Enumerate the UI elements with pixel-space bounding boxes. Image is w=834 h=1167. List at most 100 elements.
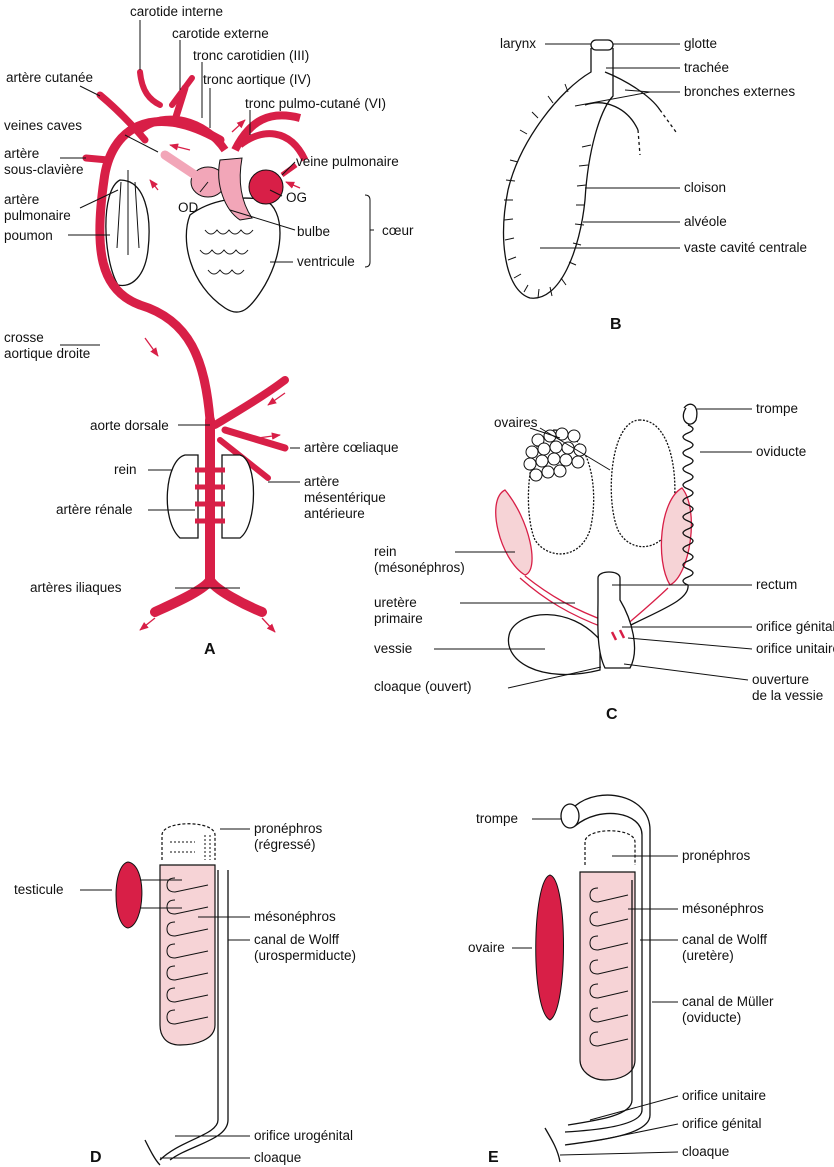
label-artere-mesent-3: antérieure: [304, 506, 365, 521]
label-ovaire: ovaire: [468, 940, 505, 955]
label-trompe-e: trompe: [476, 811, 518, 826]
label-vessie: vessie: [374, 641, 412, 656]
left-aortic-arch: [140, 120, 225, 150]
label-tronc-pulmo-cutane: tronc pulmo-cutané (VI): [245, 96, 386, 111]
bronchus-inner: [585, 103, 638, 130]
label-ouverture-2: de la vessie: [752, 688, 823, 703]
cloaca-e: [545, 1128, 560, 1162]
cloaca-d: [145, 1140, 160, 1165]
label-cloaque-d: cloaque: [254, 1150, 301, 1165]
label-oviducte: oviducte: [756, 444, 806, 459]
pronephros-d-inner: [170, 835, 210, 860]
label-aorte-dorsale: aorte dorsale: [90, 418, 169, 433]
panel-b: larynx glotte trachée bronches externes …: [500, 36, 807, 333]
subclavian-artery: [86, 158, 108, 160]
label-mesonephros-e: mésonéphros: [682, 901, 764, 916]
label-carotide-interne: carotide interne: [130, 4, 223, 19]
label-canal-wolff-d-2: (urospermiducte): [254, 948, 356, 963]
label-pronephros-d-1: pronéphros: [254, 821, 323, 836]
label-canal-wolff-e-1: canal de Wolff: [682, 932, 767, 947]
internal-carotid: [140, 72, 160, 105]
panel-letter-e: E: [488, 1149, 499, 1166]
ovary: [536, 875, 564, 1020]
label-mesonephros-d: mésonéphros: [254, 909, 336, 924]
label-orifice-urogenital: orifice urogénital: [254, 1128, 353, 1143]
left-kidney: [167, 455, 198, 538]
label-orifice-genital-e: orifice génital: [682, 1116, 762, 1131]
alveolar-septa: [504, 84, 591, 298]
testis: [116, 862, 142, 928]
label-orifice-genital-c: orifice génital: [756, 619, 834, 634]
label-crosse-1: crosse: [4, 330, 44, 345]
label-crosse-2: aortique droite: [4, 346, 90, 361]
label-bulbe: bulbe: [297, 224, 330, 239]
label-orifice-unitaire-c: orifice unitaire: [756, 641, 834, 656]
bronchus-dash-1: [660, 110, 676, 132]
label-pronephros-d-2: (régressé): [254, 837, 316, 852]
label-testicule: testicule: [14, 882, 64, 897]
label-uretere-2: primaire: [374, 611, 423, 626]
label-od: OD: [178, 200, 199, 215]
label-artere-renale: artère rénale: [56, 502, 133, 517]
panel-d: pronéphros (régressé) testicule mésonéph…: [14, 821, 356, 1166]
panel-letter-a: A: [204, 641, 216, 658]
label-rein-c-1: rein: [374, 544, 397, 559]
mesonephros-e: [580, 872, 635, 1080]
pronephros-d: [162, 824, 215, 860]
label-canal-wolff-d-1: canal de Wolff: [254, 932, 339, 947]
kidney-left: [496, 490, 532, 575]
glottis: [591, 40, 613, 50]
rectum: [598, 572, 635, 668]
label-coeur: cœur: [382, 223, 414, 238]
left-atrium: [249, 170, 283, 204]
label-og: OG: [286, 190, 307, 205]
label-alveole: alvéole: [684, 214, 727, 229]
label-cloaque-e: cloaque: [682, 1144, 729, 1159]
label-rein: rein: [114, 462, 137, 477]
label-tronc-carotidien: tronc carotidien (III): [193, 48, 309, 63]
panel-e: trompe pronéphros mésonéphros ovaire can…: [468, 795, 774, 1166]
left-lung: [106, 180, 149, 285]
label-artere-mesent-1: artère: [304, 474, 339, 489]
ureter-right: [625, 588, 668, 626]
label-canal-muller-2: (oviducte): [682, 1010, 741, 1025]
label-artere-cutanee: artère cutanée: [6, 70, 93, 85]
label-ovaires: ovaires: [494, 415, 538, 430]
label-arteres-iliaques: artères iliaques: [30, 580, 122, 595]
bladder: [508, 615, 600, 675]
label-poumon: poumon: [4, 228, 53, 243]
label-trompe-c: trompe: [756, 401, 798, 416]
label-pronephros-e: pronéphros: [682, 848, 751, 863]
bronchus-dash-2: [638, 130, 640, 155]
label-artere-pulmonaire-2: pulmonaire: [4, 208, 71, 223]
panel-c: trompe ovaires oviducte rein (mésonéphro…: [374, 401, 834, 723]
coeliac-branch: [225, 430, 285, 448]
coeliac-artery: [215, 380, 285, 425]
lung-outline: [504, 48, 613, 298]
label-ouverture-1: ouverture: [752, 672, 809, 687]
label-bronches-externes: bronches externes: [684, 84, 795, 99]
label-canal-muller-1: canal de Müller: [682, 994, 774, 1009]
label-uretere-1: uretère: [374, 595, 417, 610]
label-carotide-externe: carotide externe: [172, 26, 269, 41]
vena-cava: [165, 155, 195, 175]
label-veine-pulmonaire: veine pulmonaire: [296, 154, 399, 169]
ventricle: [186, 198, 280, 312]
label-ventricule: ventricule: [297, 254, 355, 269]
label-artere-mesent-2: mésentérique: [304, 490, 386, 505]
label-tronc-aortique: tronc aortique (IV): [203, 72, 311, 87]
label-artere-coeliaque: artère cœliaque: [304, 440, 399, 455]
label-canal-wolff-e-2: (uretère): [682, 948, 734, 963]
pronephros-e: [585, 831, 635, 865]
panel-a: carotide interne carotide externe tronc …: [4, 4, 414, 658]
label-cloaque-ouvert: cloaque (ouvert): [374, 679, 472, 694]
label-artere-sous-claviere-2: sous-clavière: [4, 162, 84, 177]
label-trachee: trachée: [684, 60, 729, 75]
heart-brace: [365, 195, 374, 267]
label-glotte: glotte: [684, 36, 717, 51]
label-cloison: cloison: [684, 180, 726, 195]
label-larynx: larynx: [500, 36, 536, 51]
label-orifice-unitaire-e: orifice unitaire: [682, 1088, 766, 1103]
label-rectum: rectum: [756, 577, 797, 592]
